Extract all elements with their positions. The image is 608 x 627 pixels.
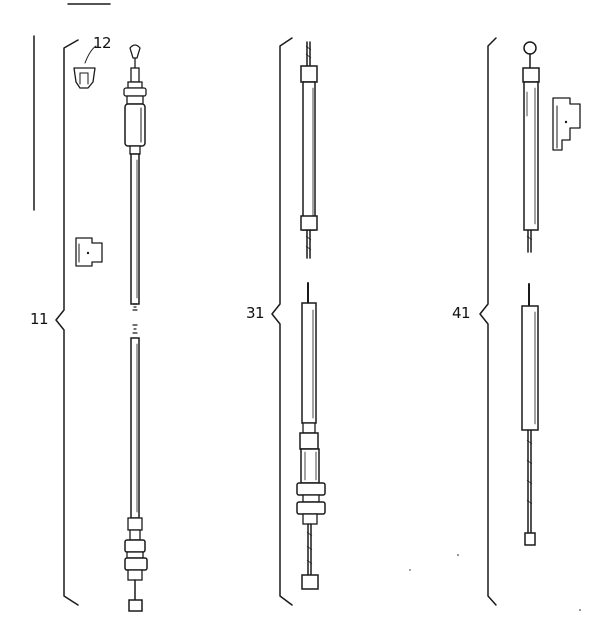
cable-41-upper bbox=[522, 41, 540, 253]
group-41-brace bbox=[479, 37, 497, 606]
group-11-brace bbox=[55, 39, 79, 606]
callout-41: 41 bbox=[452, 304, 471, 322]
callout-31: 31 bbox=[246, 304, 265, 322]
cable-11-lower bbox=[124, 324, 148, 612]
cable-11-upper bbox=[123, 44, 147, 311]
callout-12: 12 bbox=[93, 34, 112, 52]
clip-part-12 bbox=[73, 67, 96, 89]
item-12-leader bbox=[84, 45, 97, 64]
scan-speck bbox=[409, 569, 411, 571]
cable-31-upper bbox=[300, 41, 318, 259]
scan-speck bbox=[457, 554, 459, 556]
cable-bracket-left bbox=[75, 237, 103, 267]
callout-11: 11 bbox=[30, 310, 49, 328]
group-31-brace bbox=[271, 37, 293, 606]
cable-bracket-right bbox=[552, 97, 581, 151]
cable-31-lower bbox=[296, 282, 326, 590]
cable-41-lower bbox=[521, 283, 539, 546]
scan-speck bbox=[579, 609, 581, 611]
